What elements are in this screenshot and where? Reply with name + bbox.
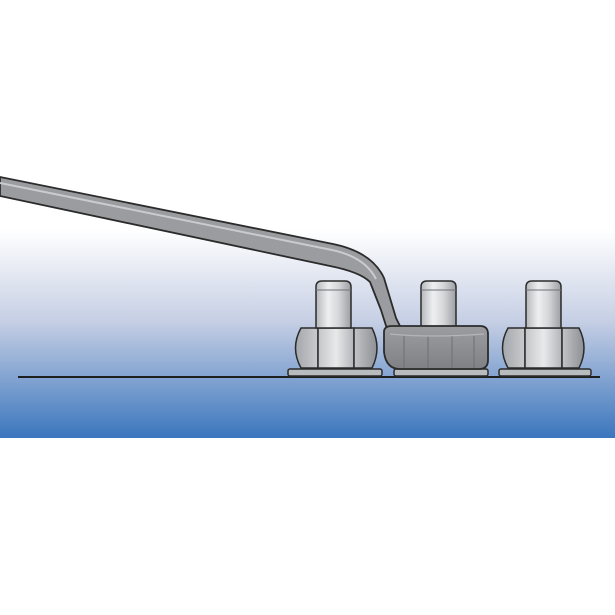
nut-left-hex-side-right (353, 327, 378, 369)
nut-middle-bolt-stud (420, 280, 457, 331)
nut-left-hex-side-left (294, 327, 319, 369)
nut-left-bolt-stud (315, 280, 352, 329)
nut-left-hex-face (317, 327, 355, 369)
nut-middle-washer (393, 368, 489, 377)
offset-ring-wrench (0, 176, 489, 370)
hex-nut-middle (393, 280, 489, 377)
nut-right-bolt-stud (525, 280, 562, 329)
hex-nut-right (498, 280, 592, 377)
nut-left-washer (287, 368, 383, 377)
nut-right-hex-face (524, 327, 563, 369)
nut-right-hex-side-right (561, 327, 585, 369)
hex-nut-left (287, 280, 383, 377)
background-band (0, 178, 615, 438)
nut-right-hex-side-left (501, 327, 526, 369)
nut-right-washer (498, 368, 592, 377)
wrench-ring-head (383, 325, 489, 370)
